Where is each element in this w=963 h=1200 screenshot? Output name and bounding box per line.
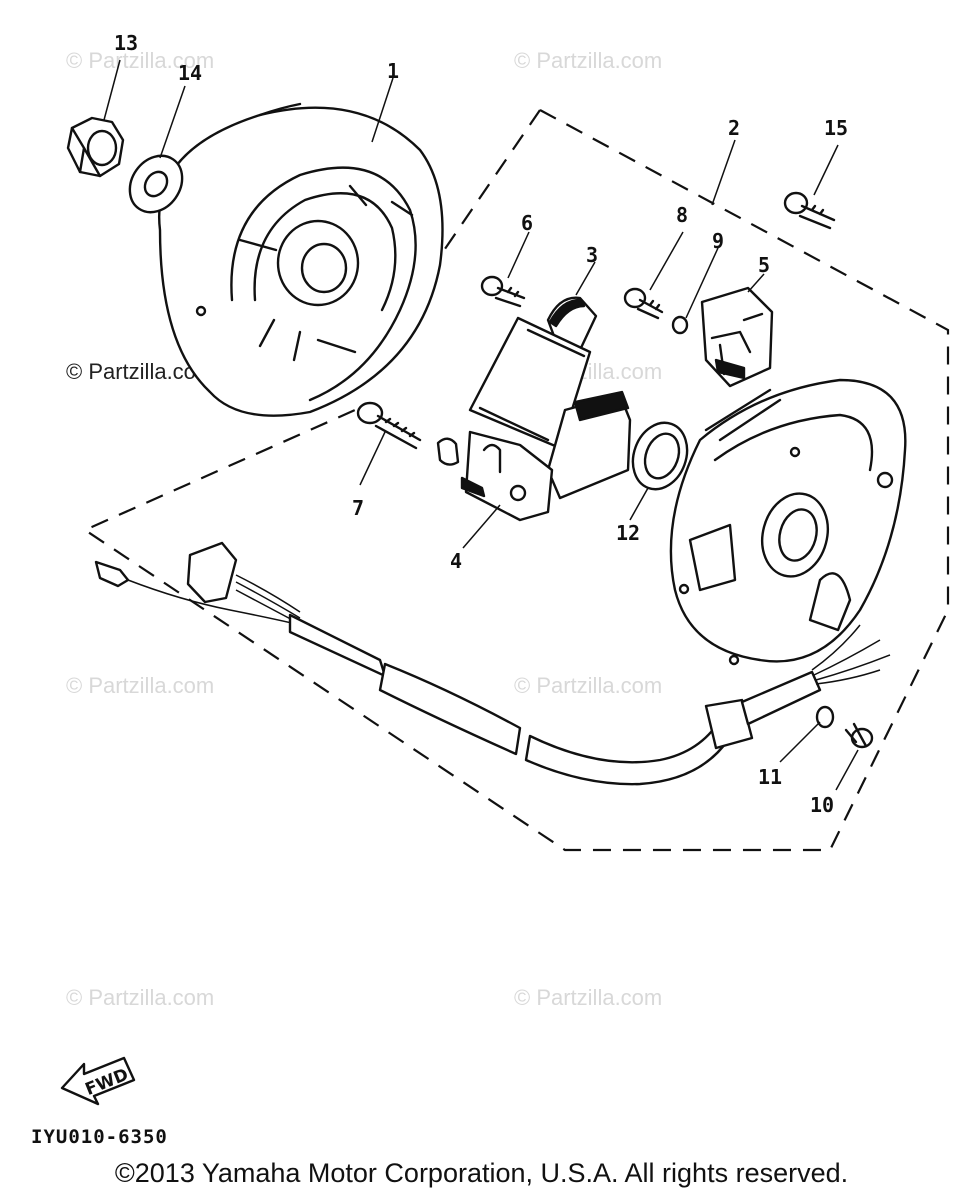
callout-5: 5 bbox=[758, 253, 770, 277]
callout-4: 4 bbox=[450, 549, 462, 573]
callout-8: 8 bbox=[676, 203, 688, 227]
stator-plate bbox=[669, 378, 907, 666]
pulser-unit bbox=[700, 286, 774, 388]
callout-12: 12 bbox=[616, 521, 640, 545]
watermark-8: © Partzilla.com bbox=[514, 985, 662, 1010]
copyright-notice: ©2013 Yamaha Motor Corporation, U.S.A. A… bbox=[114, 1158, 849, 1188]
watermark-6: © Partzilla.com bbox=[514, 673, 662, 698]
callout-1: 1 bbox=[387, 59, 399, 83]
drawing-code: IYU010-6350 bbox=[31, 1126, 168, 1148]
callout-7: 7 bbox=[352, 496, 364, 520]
watermark-2: © Partzilla.com bbox=[514, 48, 662, 73]
washer bbox=[128, 154, 184, 214]
lock-washer-9 bbox=[671, 315, 689, 335]
flywheel-rotor bbox=[157, 102, 444, 417]
washer-11 bbox=[815, 705, 835, 729]
wire-clip bbox=[436, 437, 460, 466]
callouts: 1 2 3 4 5 6 7 8 9 10 11 12 13 14 15 bbox=[114, 31, 848, 817]
callout-10: 10 bbox=[810, 793, 834, 817]
wire-harness bbox=[94, 541, 891, 786]
screw-8 bbox=[623, 287, 664, 320]
screw-6 bbox=[480, 275, 526, 308]
screw-10 bbox=[844, 722, 874, 749]
nut bbox=[66, 116, 125, 178]
callout-15: 15 bbox=[824, 116, 848, 140]
leader-lines bbox=[103, 59, 859, 791]
callout-11: 11 bbox=[758, 765, 782, 789]
callout-3: 3 bbox=[586, 243, 598, 267]
coil-assembly bbox=[460, 296, 632, 522]
callout-9: 9 bbox=[712, 229, 724, 253]
screw-15 bbox=[783, 191, 836, 230]
long-screw bbox=[356, 401, 422, 450]
watermark-7: © Partzilla.com bbox=[66, 985, 214, 1010]
callout-13: 13 bbox=[114, 31, 138, 55]
watermark-1: © Partzilla.com bbox=[66, 48, 214, 73]
callout-6: 6 bbox=[521, 211, 533, 235]
fwd-arrow-icon: FWD bbox=[60, 1056, 136, 1106]
watermark-5: © Partzilla.com bbox=[66, 673, 214, 698]
oil-seal bbox=[631, 421, 689, 491]
callout-14: 14 bbox=[178, 61, 202, 85]
watermarks: © Partzilla.com © Partzilla.com © Partzi… bbox=[66, 48, 662, 1010]
callout-2: 2 bbox=[728, 116, 740, 140]
